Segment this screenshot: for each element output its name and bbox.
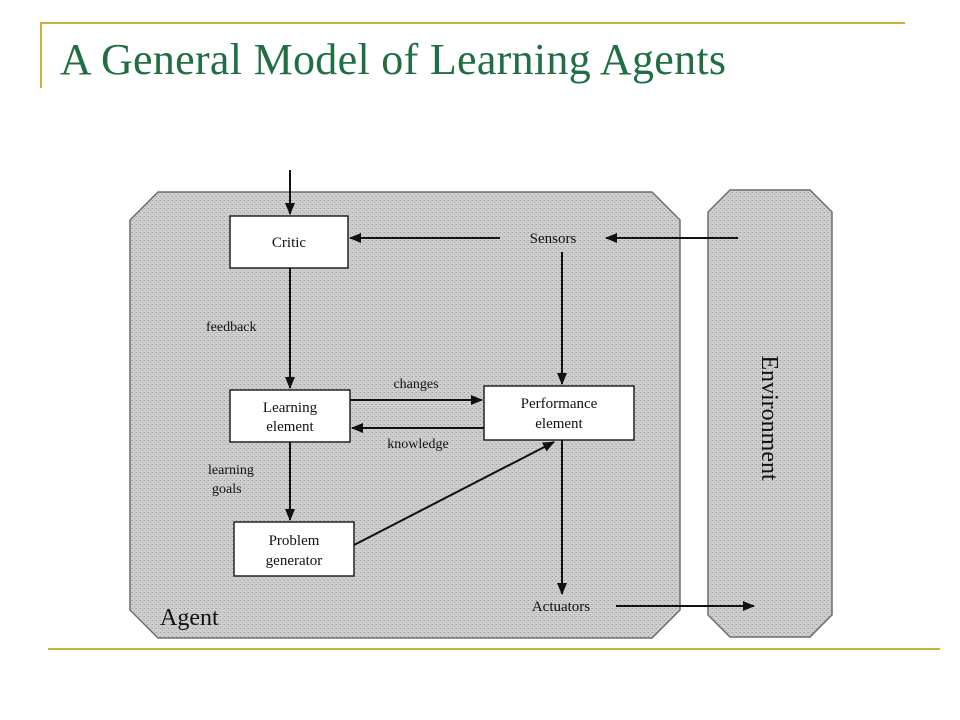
learning-goals-label-2: goals xyxy=(212,482,242,497)
problem-generator-box xyxy=(233,521,355,577)
accent-vertical-line xyxy=(40,22,42,88)
sensors-label: Sensors xyxy=(530,231,577,247)
critic-box xyxy=(229,215,349,269)
feedback-label: feedback xyxy=(206,320,257,335)
performance-element-label-1: Performance xyxy=(521,396,598,412)
learning-agent-diagram: Critic Learning element Performance elem… xyxy=(120,160,840,650)
learning-element-label-2: element xyxy=(266,419,314,435)
problem-to-performance-arrow xyxy=(353,441,555,546)
learning-element-label-1: Learning xyxy=(263,400,318,416)
environment-label: Environment xyxy=(756,355,782,481)
accent-bottom-line xyxy=(48,648,940,650)
accent-top-line xyxy=(40,22,905,24)
actuators-label: Actuators xyxy=(532,599,590,615)
performance-element-box xyxy=(483,385,635,441)
agent-label: Agent xyxy=(160,605,219,631)
changes-label: changes xyxy=(393,377,438,392)
critic-label: Critic xyxy=(272,235,307,251)
learning-goals-label-1: learning xyxy=(208,463,254,478)
performance-element-label-2: element xyxy=(535,416,583,432)
problem-generator-label-1: Problem xyxy=(269,533,320,549)
knowledge-label: knowledge xyxy=(387,437,448,452)
problem-generator-label-2: generator xyxy=(266,553,323,569)
environment-panel xyxy=(707,189,833,638)
slide-title: A General Model of Learning Agents xyxy=(60,35,727,84)
